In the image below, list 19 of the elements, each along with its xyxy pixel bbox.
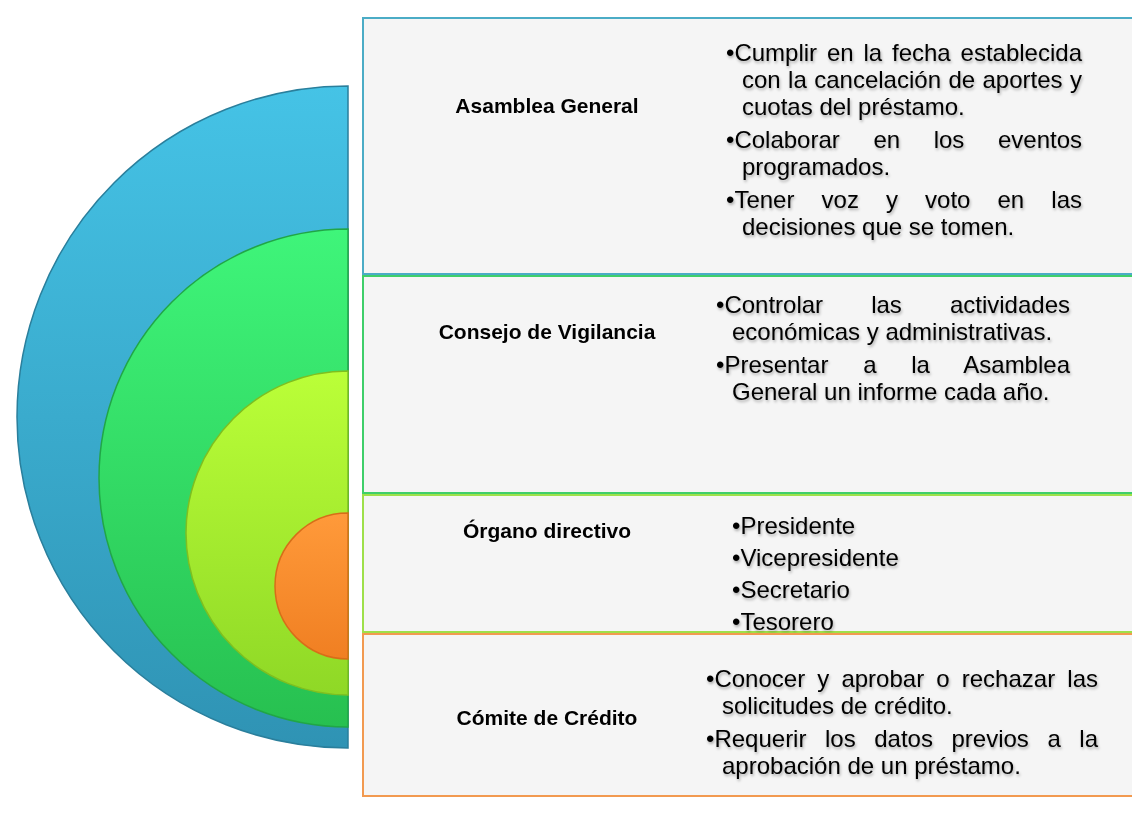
bullet-text: •Tesorero xyxy=(732,608,834,635)
bullet-text: •Presentar a la Asamblea General un informe cada año. xyxy=(716,351,1070,405)
bullet-text: •Colaborar en los eventos programados. xyxy=(726,126,1082,180)
bullet-text: •Presidente xyxy=(732,512,856,539)
bullet-text: •Controlar las actividades económicas y administrativas. xyxy=(716,291,1070,345)
level-panel xyxy=(362,633,1132,797)
bullet-text: •Conocer y aprobar o rechazar las solicitudes de crédito. xyxy=(706,665,1098,719)
level-panel xyxy=(362,275,1132,494)
level-title: Consejo de Vigilancia xyxy=(438,320,656,343)
level-title: Órgano directivo xyxy=(463,519,631,542)
bullet-text: •Vicepresidente xyxy=(732,544,899,571)
level-title: Asamblea General xyxy=(455,94,639,117)
level-panel xyxy=(362,17,1132,275)
bullet-text: •Tener voz y voto en las decisiones que se tomen. xyxy=(726,186,1082,240)
bullet-text: •Secretario xyxy=(732,576,850,603)
level-panel xyxy=(362,494,1132,633)
level-title: Cómite de Crédito xyxy=(456,706,638,729)
bullet-text: •Cumplir en la fecha establecida con la cancelación de aportes y cuotas del préstamo. xyxy=(726,39,1082,120)
bullet-text: •Requerir los datos previos a la aprobación de un préstamo. xyxy=(706,725,1098,779)
